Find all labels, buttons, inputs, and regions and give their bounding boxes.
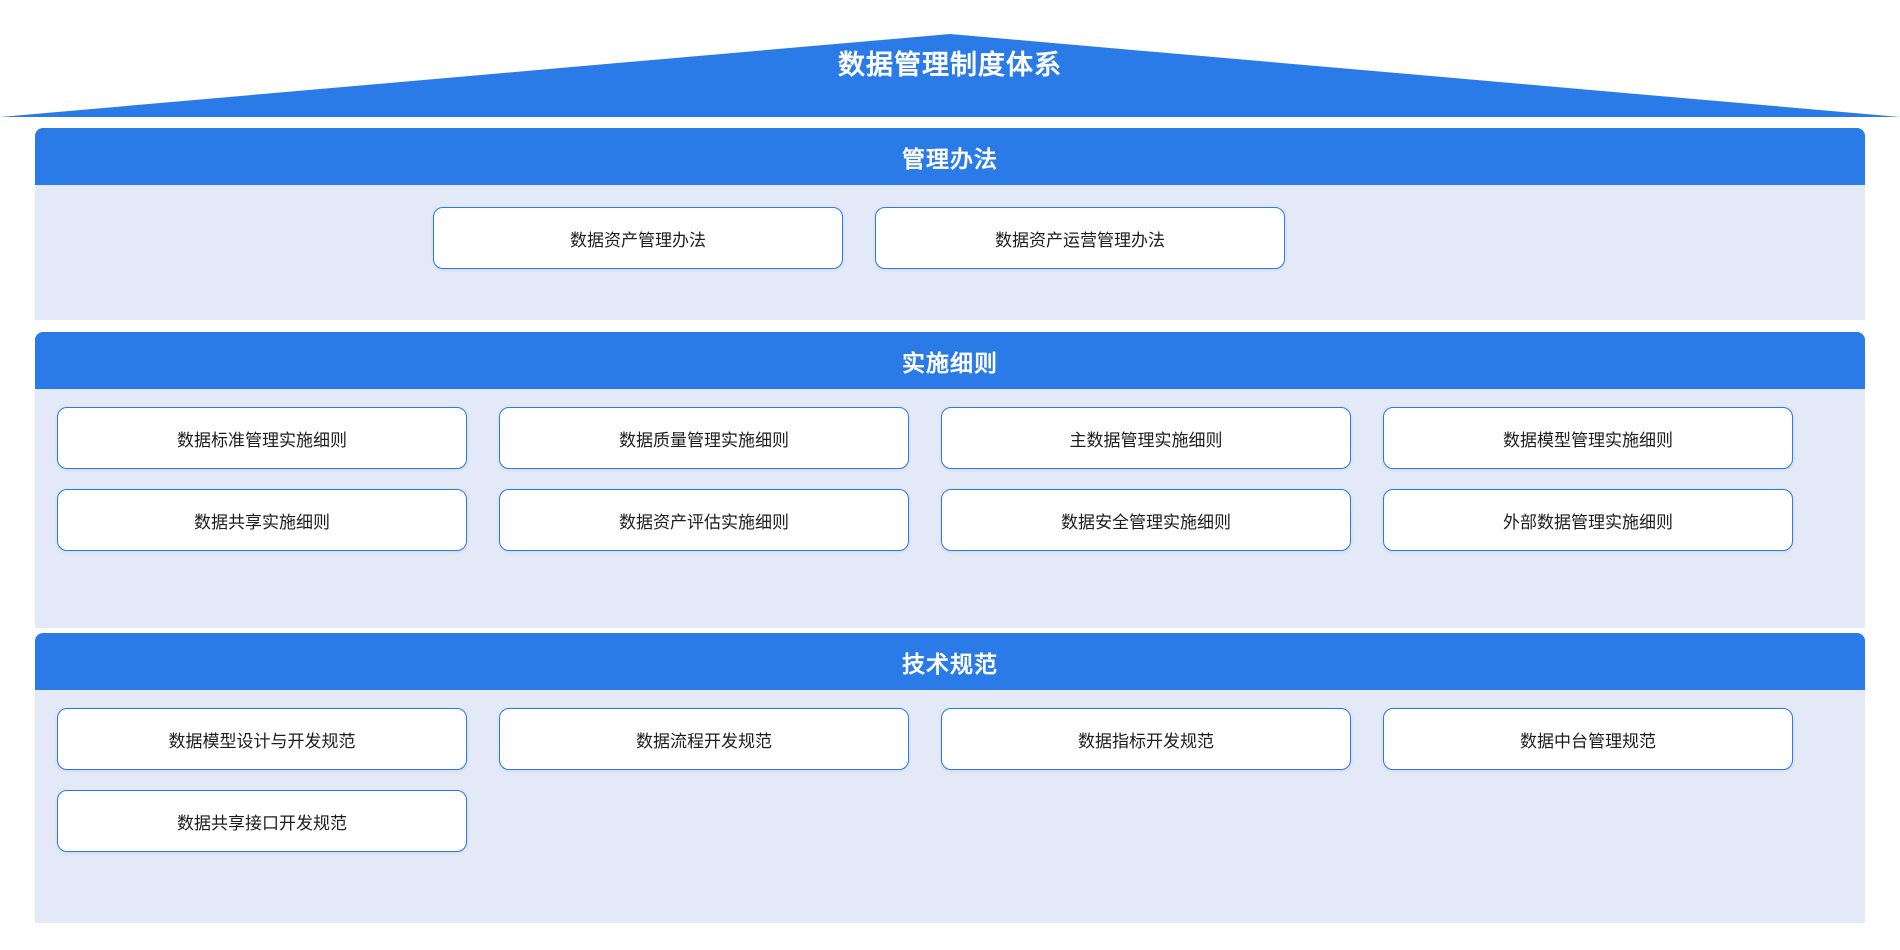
roof-pediment [0, 20, 1900, 120]
card-item[interactable]: 数据资产评估实施细则 [499, 489, 909, 551]
card-row: 数据资产管理办法 数据资产运营管理办法 [57, 207, 1843, 269]
card-item[interactable]: 数据共享接口开发规范 [57, 790, 467, 852]
roof-triangle-icon [0, 34, 1900, 117]
card-item[interactable]: 数据共享实施细则 [57, 489, 467, 551]
section-body-1: 数据资产管理办法 数据资产运营管理办法 [35, 185, 1865, 287]
card-row: 数据标准管理实施细则 数据质量管理实施细则 主数据管理实施细则 数据模型管理实施… [57, 407, 1843, 469]
section-shishi-xize: 实施细则 数据标准管理实施细则 数据质量管理实施细则 主数据管理实施细则 数据模… [35, 332, 1865, 628]
card-item[interactable]: 数据资产管理办法 [433, 207, 843, 269]
section-jishu-guifan: 技术规范 数据模型设计与开发规范 数据流程开发规范 数据指标开发规范 数据中台管… [35, 633, 1865, 923]
card-item[interactable]: 主数据管理实施细则 [941, 407, 1351, 469]
section-body-3: 数据模型设计与开发规范 数据流程开发规范 数据指标开发规范 数据中台管理规范 数… [35, 690, 1865, 870]
card-row: 数据共享实施细则 数据资产评估实施细则 数据安全管理实施细则 外部数据管理实施细… [57, 489, 1843, 551]
section-guanli-banfa: 管理办法 数据资产管理办法 数据资产运营管理办法 [35, 128, 1865, 320]
card-item[interactable]: 外部数据管理实施细则 [1383, 489, 1793, 551]
section-header-3: 技术规范 [35, 633, 1865, 690]
diagram-title: 数据管理制度体系 [838, 50, 1062, 80]
card-item[interactable]: 数据中台管理规范 [1383, 708, 1793, 770]
card-row: 数据模型设计与开发规范 数据流程开发规范 数据指标开发规范 数据中台管理规范 [57, 708, 1843, 770]
card-row: 数据共享接口开发规范 [57, 790, 1843, 852]
card-item[interactable]: 数据质量管理实施细则 [499, 407, 909, 469]
section-header-2: 实施细则 [35, 332, 1865, 389]
section-body-2: 数据标准管理实施细则 数据质量管理实施细则 主数据管理实施细则 数据模型管理实施… [35, 389, 1865, 569]
card-item[interactable]: 数据标准管理实施细则 [57, 407, 467, 469]
card-item[interactable]: 数据模型设计与开发规范 [57, 708, 467, 770]
card-item[interactable]: 数据安全管理实施细则 [941, 489, 1351, 551]
card-item[interactable]: 数据资产运营管理办法 [875, 207, 1285, 269]
card-item[interactable]: 数据指标开发规范 [941, 708, 1351, 770]
card-item[interactable]: 数据流程开发规范 [499, 708, 909, 770]
section-header-1: 管理办法 [35, 128, 1865, 185]
card-item[interactable]: 数据模型管理实施细则 [1383, 407, 1793, 469]
